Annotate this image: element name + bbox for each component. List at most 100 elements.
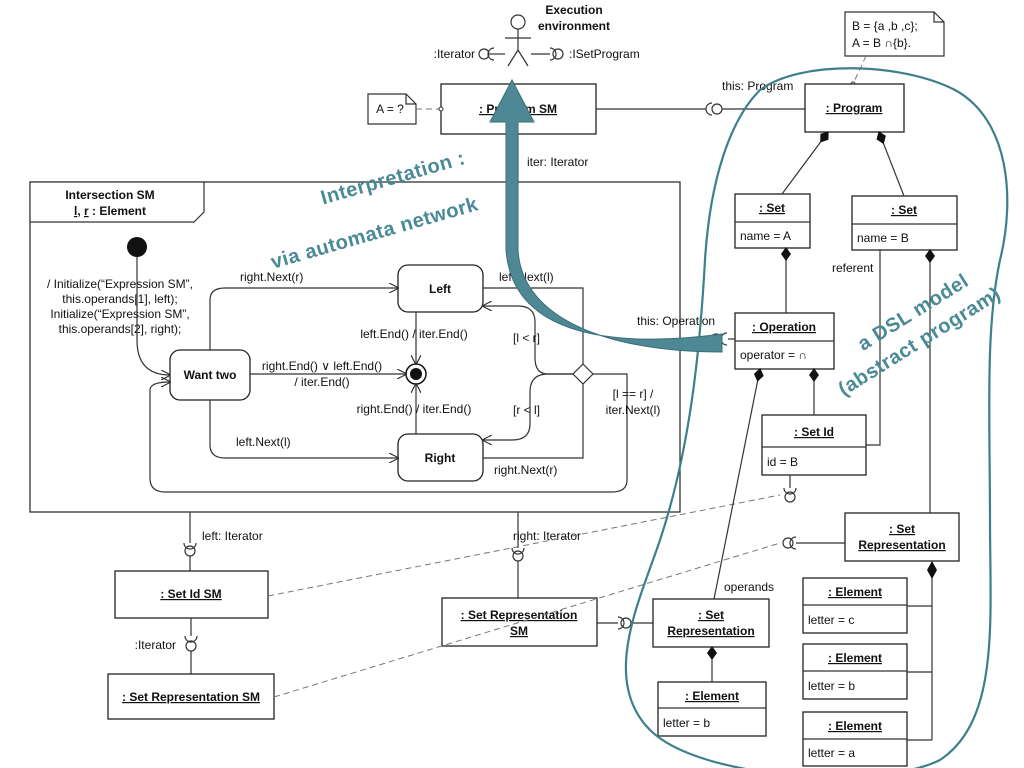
this-program-port-label: this: Program (722, 79, 793, 93)
transition-right-to-choice (483, 384, 584, 459)
set-rep-right-title-2: Representation (858, 538, 945, 552)
intersection-sm-title: Intersection SM (65, 188, 154, 202)
transition-choice-to-right (483, 373, 573, 440)
init-action-line1: / Initialize(“Expression SM”, (47, 277, 193, 291)
initial-state (127, 237, 147, 257)
interpretation-line1: Interpretation : (318, 147, 467, 209)
set-b-attr: name = B (857, 231, 909, 245)
label-l-eq-r-1: [l == r] / (613, 387, 654, 401)
right-iterator-port-icon (511, 512, 525, 598)
iter-port-label: iter: Iterator (527, 155, 588, 169)
init-action-line3: Initialize(“Expression SM”, (50, 307, 189, 321)
set-b-class[interactable] (851, 195, 958, 251)
label-l-lt-r: [l < r] (513, 331, 540, 345)
set-id-sm-port-icon (184, 618, 198, 674)
this-operation-port-label: this: Operation (637, 314, 715, 328)
element-b-title: : Element (828, 651, 882, 665)
transition-left-to-choice (483, 287, 584, 364)
transition-want-to-right (209, 400, 398, 458)
set-id-sm-title: : Set Id SM (160, 587, 221, 601)
label-right-or-left-end-1: right.End() ∨ left.End() (262, 359, 382, 373)
label-r-lt-l: [r < l] (513, 403, 540, 417)
set-rep-right-class[interactable] (844, 512, 960, 562)
set-a-attr: name = A (740, 229, 791, 243)
set-a-title: : Set (759, 201, 785, 215)
right-iterator-port-label: right: Iterator (513, 529, 581, 543)
element-b-mid-attr: letter = b (663, 716, 710, 730)
composition-program-set-b (876, 131, 905, 197)
program-title: : Program (826, 101, 883, 115)
referent-label: referent (832, 261, 874, 275)
set-rep-right-title-1: : Set (889, 522, 915, 536)
element-a-attr: letter = a (808, 746, 855, 760)
element-b-mid-class[interactable] (657, 681, 767, 737)
label-right-next-top: right.Next(r) (240, 270, 303, 284)
dashed-link-set-id-sm (267, 494, 781, 597)
set-rep-sm-mid-box[interactable] (441, 597, 598, 647)
intersection-sm-params: l, r : Element (74, 204, 146, 218)
operation-class[interactable] (734, 312, 835, 370)
set-id-class[interactable] (761, 414, 867, 476)
label-l-eq-r-2: iter.Next(l) (606, 403, 661, 417)
interpretation-annotation: Interpretation : via automata network (268, 147, 481, 274)
state-left-label: Left (429, 282, 451, 296)
note-a-shape (367, 93, 444, 125)
set-rep-sm-mid-title-2: SM (510, 624, 528, 638)
actor-isetprogram-port-label: :ISetProgram (569, 47, 640, 61)
set-b-title: : Set (891, 203, 917, 217)
label-left-end-iter-end: left.End() / iter.End() (360, 327, 467, 341)
element-b-class[interactable] (802, 643, 908, 700)
set-rep-right-composition-diamond (927, 561, 937, 579)
set-id-attr: id = B (767, 455, 798, 469)
label-right-end-iter-end: right.End() / iter.End() (357, 402, 472, 416)
final-state (405, 363, 427, 385)
interpretation-line2: via automata network (268, 193, 481, 273)
element-a-class[interactable] (802, 711, 908, 767)
actor-stick-figure (505, 14, 531, 67)
left-iterator-port-label: left: Iterator (202, 529, 263, 543)
note-a-text: A = ? (376, 102, 404, 116)
element-b-mid-title: : Element (685, 689, 739, 703)
program-box[interactable] (804, 83, 905, 133)
dsl-model-region-outline (624, 67, 1009, 768)
composition-program-set-a (781, 131, 829, 195)
set-rep-sm-bottom-title: : Set Representation SM (122, 690, 260, 704)
interpretation-arrow (489, 78, 723, 353)
set-rep-mid-class[interactable] (652, 598, 770, 648)
intersection-sm-tab (29, 181, 205, 223)
dsl-model-annotation: a DSL model (abstract program) (835, 270, 1005, 401)
choice-diamond (572, 363, 594, 385)
set-id-port-icon (783, 475, 797, 503)
dashed-link-set-rep-sm-bottom (273, 542, 781, 698)
actor-isetprogram-port-icon (531, 47, 564, 61)
element-c-title: : Element (828, 585, 882, 599)
element-c-attr: letter = c (808, 613, 854, 627)
operation-attr: operator = ∩ (740, 348, 807, 362)
referent-link (866, 250, 881, 446)
set-id-title: : Set Id (794, 425, 834, 439)
operands-label: operands (724, 580, 774, 594)
note-b-shape (844, 11, 945, 87)
label-right-next-bottom: right.Next(r) (494, 463, 557, 477)
note-b-line2: A = B ∩{b}. (852, 36, 911, 50)
operation-title: : Operation (752, 320, 816, 334)
init-action-line4: this.operands[2], right); (59, 322, 182, 336)
set-rep-sm-bottom-box[interactable] (107, 673, 275, 720)
note-b-line1: B = {a ,b ,c}; (852, 19, 918, 33)
program-port-icon (705, 102, 805, 116)
set-a-class[interactable] (734, 193, 811, 249)
label-left-next-bottom: left.Next(l) (236, 435, 291, 449)
actor-label-line2: environment (538, 19, 610, 33)
actor-label-line1: Execution (545, 3, 602, 17)
set-id-sm-port-label: :Iterator (135, 638, 176, 652)
set-rep-mid-title-2: Representation (667, 624, 754, 638)
set-rep-mid-title-1: : Set (698, 608, 724, 622)
transition-want-to-left (209, 288, 398, 350)
set-rep-right-to-elements (907, 561, 933, 741)
transition-choice-to-want (149, 373, 628, 493)
set-rep-sm-mid-port-icon (597, 616, 653, 630)
state-want-two-label: Want two (184, 368, 237, 382)
label-right-or-left-end-2: / iter.End() (294, 375, 349, 389)
init-action-line2: this.operands[1], left); (62, 292, 177, 306)
